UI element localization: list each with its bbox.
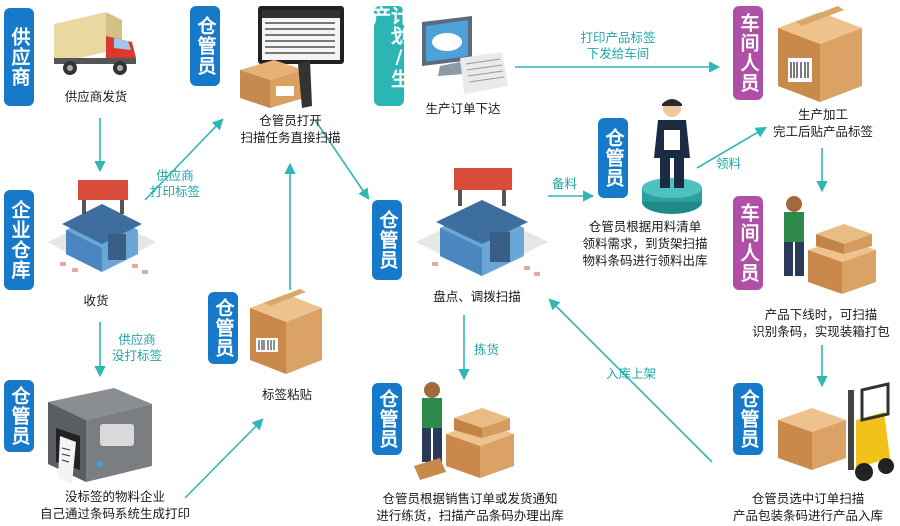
receive-label: 收货 — [83, 293, 109, 308]
keeper-scan-line-2: 扫描任务直接扫描 — [240, 130, 341, 145]
keeper-scan-text: 仓管员打开 扫描任务直接扫描 — [218, 112, 363, 146]
edge-supplier-print-line-1: 供应商 — [156, 168, 194, 183]
tag-keeper-picking: 仓管员 — [598, 118, 628, 198]
tag-supplier: 供应商 — [4, 8, 34, 106]
barcode-printer-icon — [48, 388, 152, 484]
delivery-truck-icon — [54, 12, 136, 75]
edge-prepare: 备料 — [552, 176, 578, 191]
tag-keeper-inventory: 仓管员 — [372, 200, 402, 280]
workshop-line-2: 完工后贴产品标签 — [772, 124, 873, 139]
arrow-forklift-to-inventory — [548, 298, 713, 463]
warehouse-building-icon — [48, 180, 156, 274]
picking-worker-icon — [414, 382, 514, 480]
edge-print-issue-line-2: 下发给车间 — [586, 46, 650, 61]
picking-line-3: 物料条码进行领料出库 — [582, 253, 708, 268]
inventory-label: 盘点、调拨扫描 — [433, 289, 521, 304]
forklift-icon — [778, 382, 894, 481]
sales-text: 仓管员根据销售订单或发货通知 进行练货，扫描产品条码办理出库 — [360, 490, 580, 524]
offline-text: 产品下线时，可扫描 识别条码，实现装箱打包 — [742, 306, 900, 340]
picking-line-2: 领料需求，到货架扫描 — [582, 236, 708, 251]
cloud-computer-icon — [422, 16, 508, 94]
stockin-text: 仓管员选中订单扫描 产品包装条码进行产品入库 — [716, 490, 900, 524]
arrow-printer-to-label — [184, 418, 264, 499]
edge-supplier-noprint-line-2: 没打标签 — [112, 348, 163, 363]
clipboard-man-icon — [642, 99, 702, 214]
picking-line-1: 仓管员根据用料清单 — [588, 219, 702, 234]
tag-keeper-printer: 仓管员 — [4, 380, 34, 452]
keeper-print-text: 没标签的物料企业 自己通过条码系统生成打印 — [10, 488, 220, 522]
arrow-warehouse-to-keeper-scan — [144, 118, 224, 201]
arrow-picking-to-workshop — [696, 126, 767, 169]
tag-planning-production: 计划/生产 — [369, 6, 410, 106]
cardboard-box-icon — [250, 289, 322, 374]
offline-line-1: 产品下线时，可扫描 — [764, 307, 878, 322]
tag-keeper-sales: 仓管员 — [372, 383, 402, 455]
tag-keeper-label: 仓管员 — [208, 292, 238, 364]
edge-supplier-noprint-line-1: 供应商 — [118, 332, 156, 347]
edge-receive-material: 领料 — [716, 156, 742, 171]
tag-keeper-stockin: 仓管员 — [733, 383, 763, 455]
edge-pick: 拣货 — [474, 342, 500, 357]
sales-line-2: 进行练货，扫描产品条码办理出库 — [376, 508, 564, 523]
tag-enterprise-warehouse: 企业仓库 — [4, 190, 34, 290]
tag-workshop-top: 车间人员 — [733, 6, 763, 100]
workshop-text: 生产加工 完工后贴产品标签 — [748, 106, 898, 140]
tablet-scanner-icon — [240, 6, 344, 108]
edge-print-issue: 打印产品标签 下发给车间 — [568, 30, 668, 62]
inventory-warehouse-icon — [416, 168, 548, 276]
arrow-scan-to-inventory — [314, 119, 370, 200]
edge-stock-in: 入库上架 — [606, 366, 657, 381]
edge-supplier-print: 供应商 打印标签 — [150, 168, 200, 200]
supplier-ship-label: 供应商发货 — [64, 89, 128, 104]
edge-supplier-noprint: 供应商 没打标签 — [112, 332, 162, 364]
keeper-scan-line-1: 仓管员打开 — [259, 113, 322, 128]
workshop-line-1: 生产加工 — [797, 107, 848, 122]
stockin-line-2: 产品包装条码进行产品入库 — [732, 508, 883, 523]
label-paste-label: 标签粘贴 — [261, 387, 312, 402]
edge-print-issue-line-1: 打印产品标签 — [580, 30, 656, 45]
keeper-print-line-1: 没标签的物料企业 — [64, 489, 165, 504]
sales-line-1: 仓管员根据销售订单或发货通知 — [382, 491, 558, 506]
tag-workshop-offline: 车间人员 — [733, 196, 763, 290]
tag-keeper-scan: 仓管员 — [190, 6, 220, 86]
picking-text: 仓管员根据用料清单 领料需求，到货架扫描 物料条码进行领料出库 — [560, 218, 730, 269]
keeper-print-line-2: 自己通过条码系统生成打印 — [39, 506, 190, 521]
barcode-box-icon — [778, 6, 862, 102]
edge-supplier-print-line-2: 打印标签 — [150, 184, 201, 199]
offline-line-2: 识别条码，实现装箱打包 — [752, 324, 890, 339]
order-issue-label: 生产订单下达 — [425, 101, 501, 116]
stockin-line-1: 仓管员选中订单扫描 — [751, 491, 865, 506]
worker-boxes-icon — [784, 196, 876, 294]
